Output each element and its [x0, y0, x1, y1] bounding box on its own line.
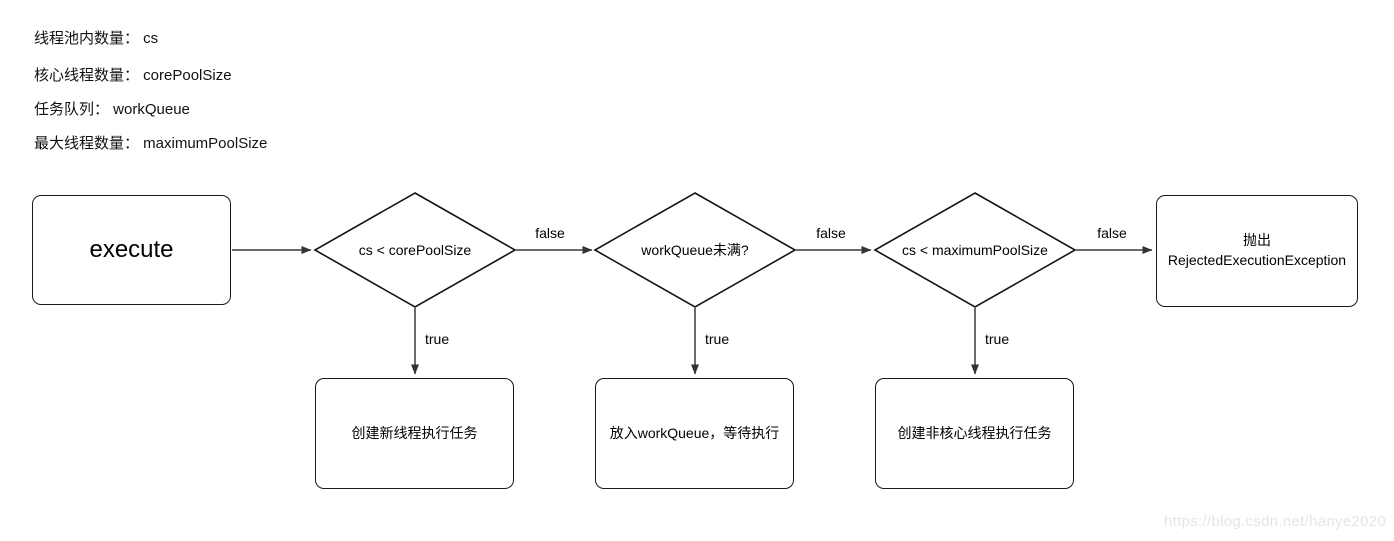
action-node-create-noncore-thread: 创建非核心线程执行任务 — [875, 378, 1074, 489]
edge-label-false-3: false — [1097, 225, 1127, 241]
edge-label-true-2: true — [705, 331, 730, 347]
decision-diamond-work-queue — [593, 192, 797, 308]
legend-line-max-size: 最大线程数量： maximumPoolSize — [34, 135, 268, 152]
edge-label-false-1: false — [535, 225, 565, 241]
decision-label-max-pool: cs < maximumPoolSize — [902, 242, 1048, 258]
edge-label-false-2: false — [816, 225, 846, 241]
legend-line-work-queue: 任务队列： workQueue — [34, 101, 190, 118]
start-node-execute: execute — [32, 195, 231, 305]
decision-label-core-pool: cs < corePoolSize — [358, 242, 472, 258]
action-node-enqueue: 放入workQueue，等待执行 — [595, 378, 794, 489]
reject-node-line2: RejectedExecutionException — [1167, 252, 1347, 268]
decision-label-work-queue: workQueue未满? — [641, 242, 749, 258]
reject-node: 抛出 RejectedExecutionException — [1156, 195, 1358, 307]
decision-diamond-core-pool — [313, 192, 517, 308]
reject-node-text: 抛出 RejectedExecutionException — [1168, 231, 1346, 270]
reject-node-line1: 抛出 — [1242, 232, 1271, 249]
legend-line-pool-count: 线程池内数量： cs — [34, 30, 159, 47]
action-node-create-core-thread: 创建新线程执行任务 — [315, 378, 514, 489]
watermark: https://blog.csdn.net/hanye2020 — [1164, 513, 1386, 530]
legend-line-core-size: 核心线程数量： corePoolSize — [34, 67, 232, 84]
edge-label-true-1: true — [425, 331, 450, 347]
decision-diamond-max-pool — [873, 192, 1077, 308]
edge-label-true-3: true — [985, 331, 1010, 347]
